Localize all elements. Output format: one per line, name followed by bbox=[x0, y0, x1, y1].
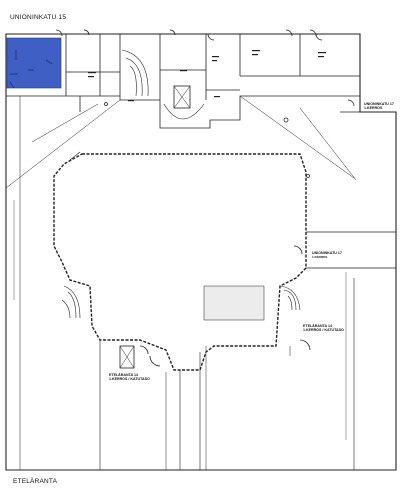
highlighted-room bbox=[6, 37, 62, 89]
street-label-bottom: ETELÄRANTA bbox=[13, 478, 58, 485]
north-stair bbox=[121, 49, 149, 97]
entrance-label-bottom-left: ETELÄRANTA 14 1.KERROS / KATUTASO bbox=[109, 373, 150, 381]
courtyard-wall bbox=[53, 153, 307, 371]
hatched-block bbox=[203, 285, 265, 321]
entrance-label-bottom-right: ETELÄRANTA 14 1.KERROS / KATUTASO bbox=[303, 324, 344, 332]
entrance-label-right-middle: UNIONINKATU 17 1.KERROS bbox=[312, 251, 342, 259]
sw-lift bbox=[119, 345, 135, 369]
north-wing-rooms bbox=[5, 34, 360, 129]
se-stair bbox=[279, 285, 301, 311]
street-label-top: UNIONINKATU 15 bbox=[10, 14, 67, 21]
north-lift bbox=[173, 85, 191, 109]
entrance-label-right-upper: UNIONINKATU 17 1.KERROS bbox=[364, 102, 394, 110]
sw-stair bbox=[61, 285, 81, 319]
